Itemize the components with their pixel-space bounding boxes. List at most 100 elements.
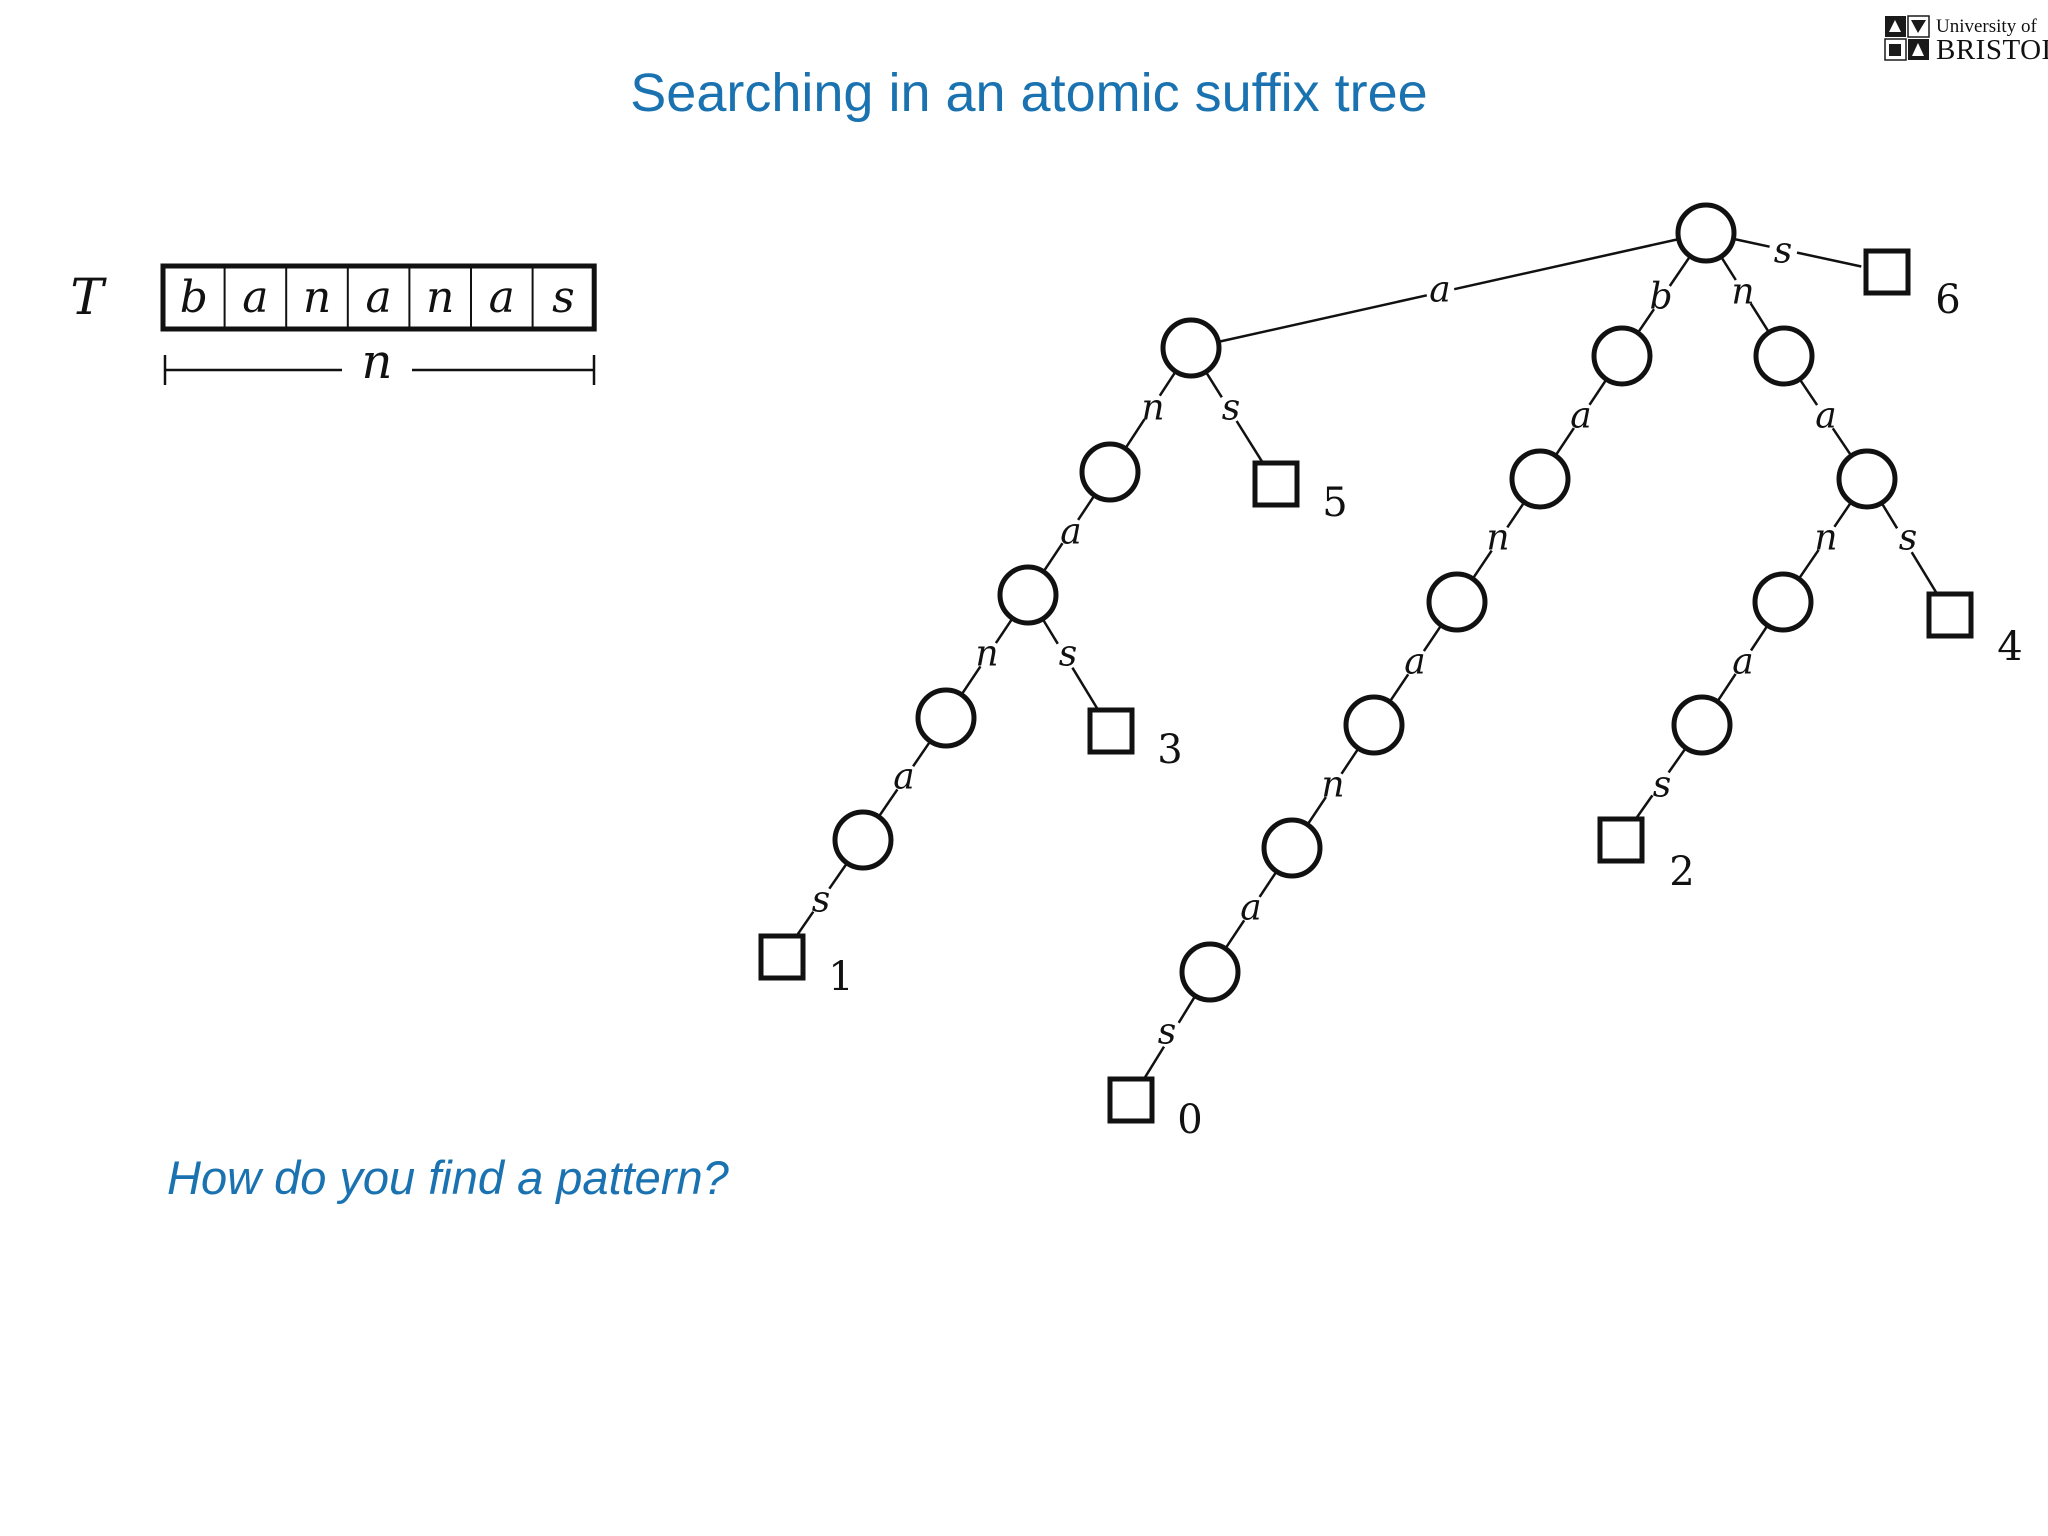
array-cell-char: b: [180, 272, 208, 323]
edge-label: a: [1060, 512, 1081, 553]
edge-label: s: [1899, 518, 1917, 559]
tree-internal-node: [1752, 571, 1814, 633]
tree-internal-node: [1426, 571, 1488, 633]
edge-label: s: [1222, 388, 1240, 429]
tree-edge-line: [1733, 237, 1770, 248]
leaf-index-label: 1: [828, 954, 853, 1000]
tree-edge-line: [1831, 427, 1853, 457]
leaf-index-label: 0: [1177, 1097, 1202, 1143]
edge-label: n: [975, 634, 998, 675]
tree-edge-line: [1588, 378, 1608, 406]
edge-label: s: [812, 880, 830, 921]
edge-label: n: [1814, 518, 1837, 559]
tree-edge-line: [1224, 919, 1246, 950]
tree-root-node: [1675, 202, 1737, 264]
edge-label: a: [893, 757, 914, 798]
array-cell-char: n: [303, 272, 331, 323]
edge-label: n: [1486, 518, 1509, 559]
tree-internal-node: [1509, 448, 1571, 510]
edge-label: a: [1732, 642, 1753, 683]
tree-edge-line: [1667, 747, 1687, 774]
tree-edge-line: [1143, 1045, 1166, 1079]
edge-label: b: [1649, 277, 1672, 318]
tree-edge-line: [1833, 501, 1853, 528]
array-name-label: T: [70, 268, 107, 326]
tree-edge-line: [1158, 370, 1177, 397]
tree-edge-line: [1719, 255, 1737, 281]
array-cell-char: s: [552, 272, 575, 323]
array-cell-char: a: [489, 272, 515, 323]
tree-edge-line: [1124, 418, 1146, 450]
tree-edge-line: [1471, 549, 1493, 580]
tree-internal-node: [1836, 448, 1898, 510]
leaf-index-label: 4: [1997, 624, 2022, 670]
leaf-index-label: 2: [1669, 849, 1694, 895]
question-text: How do you find a pattern?: [167, 1151, 729, 1204]
crest-icon: [1884, 15, 1930, 61]
tree-edge-line: [795, 910, 815, 937]
tree-internal-node: [915, 687, 977, 749]
tree-edge-line: [960, 665, 982, 696]
tree-internal-node: [832, 809, 894, 871]
tree-edge-line: [877, 788, 899, 818]
tree-edge-line: [994, 617, 1014, 644]
university-logo: University of BRISTOL: [1883, 12, 2048, 66]
tree-edge-line: [1798, 378, 1819, 406]
tree-internal-node: [1079, 441, 1141, 503]
tree-edge-line: [1749, 624, 1769, 652]
edge-label: a: [1815, 396, 1836, 437]
tree-edge-line: [1388, 673, 1410, 703]
tree-edge-line: [1258, 870, 1278, 898]
tree-edge-line: [1422, 624, 1443, 652]
tree-leaf-node: [1087, 707, 1135, 755]
edge-label: a: [1404, 642, 1425, 683]
tree-leaf-node: [758, 933, 806, 981]
logo-line-2: BRISTOL: [1936, 34, 2048, 66]
tree-leaf-node: [1107, 1076, 1155, 1124]
edge-label: a: [1429, 270, 1450, 311]
slide-title: Searching in an atomic suffix tree: [630, 63, 1428, 123]
tree-internal-node: [1261, 817, 1323, 879]
tree-edge-line: [1177, 995, 1197, 1024]
edge-label: n: [1141, 388, 1164, 429]
tree-internal-node: [1160, 317, 1222, 379]
tree-edge-line: [912, 740, 932, 768]
edge-label: n: [1731, 272, 1754, 313]
tree-leaf-node: [1863, 248, 1911, 296]
tree-edge-line: [1042, 542, 1064, 573]
edge-label: a: [1570, 396, 1591, 437]
length-label: n: [362, 334, 393, 390]
tree-edge-line: [1668, 255, 1692, 287]
tree-edge-line: [1554, 427, 1575, 457]
tree-edge-line: [1716, 673, 1737, 703]
tree-edge-line: [1880, 502, 1899, 529]
edge-label: s: [1059, 634, 1077, 675]
logo-line-1: University of: [1936, 16, 2037, 37]
tree-edge-line: [1235, 420, 1264, 463]
array-cell-char: a: [365, 272, 391, 323]
edge-label: s: [1158, 1012, 1176, 1053]
edge-label: n: [1321, 765, 1344, 806]
array-cell-char: a: [242, 272, 268, 323]
tree-leaf-node: [1597, 816, 1645, 864]
leaf-index-label: 5: [1322, 480, 1347, 526]
tree-edge-line: [1796, 251, 1862, 268]
edge-label: a: [1240, 888, 1261, 929]
array-outline: [160, 263, 597, 332]
tree-internal-node: [1671, 694, 1733, 756]
leaf-index-label: 3: [1157, 727, 1182, 773]
edge-label: s: [1653, 765, 1671, 806]
tree-leaf-node: [1252, 460, 1300, 508]
tree-edge-line: [1306, 796, 1327, 826]
tree-nodes: 6 5 3 1 0 4 2: [758, 202, 2023, 1143]
tree-edge-line: [1041, 618, 1059, 645]
leaf-index-label: 6: [1935, 277, 1960, 323]
tree-internal-node: [1753, 325, 1815, 387]
tree-edge-line: [1340, 747, 1360, 775]
tree-edge-line: [1749, 302, 1771, 334]
tree-edge-line: [1077, 494, 1096, 521]
tree-edge-line: [1071, 667, 1099, 710]
